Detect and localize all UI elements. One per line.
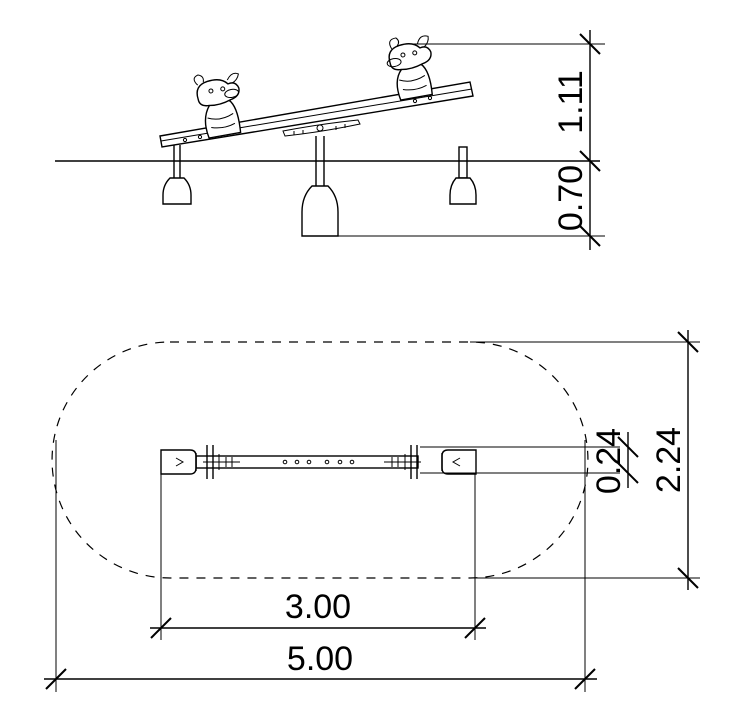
- dim-safety-zone-length: 5.00: [287, 640, 353, 678]
- dim-depth-below-ground: 0.70: [552, 165, 590, 231]
- elevation-dimension-line: [579, 30, 601, 250]
- left-animal-seat-icon: [193, 72, 242, 139]
- safety-zone-width-dimension-line: [677, 330, 699, 590]
- center-foundation: [301, 136, 339, 237]
- left-foundation: [162, 145, 192, 205]
- dim-seesaw-length: 3.00: [285, 588, 351, 626]
- elevation-view: 1.11 0.70: [55, 30, 605, 250]
- seat-width-dimension-line: [617, 432, 639, 488]
- dim-height-above-ground: 1.11: [552, 70, 590, 134]
- dim-seat-width: 0.24: [590, 428, 628, 494]
- dim-safety-zone-width: 2.24: [650, 427, 688, 493]
- seesaw-length-dimension-line: [150, 617, 486, 639]
- safety-zone-length-dimension-line: [44, 668, 597, 690]
- right-animal-seat-icon: [386, 35, 433, 101]
- right-foundation: [449, 146, 477, 205]
- seesaw-plan: [160, 445, 477, 479]
- safety-zone-outline: [51, 341, 589, 579]
- plan-view: 0.24 2.24 3.00 5.00: [44, 330, 700, 692]
- pivot-bearing: [282, 119, 361, 137]
